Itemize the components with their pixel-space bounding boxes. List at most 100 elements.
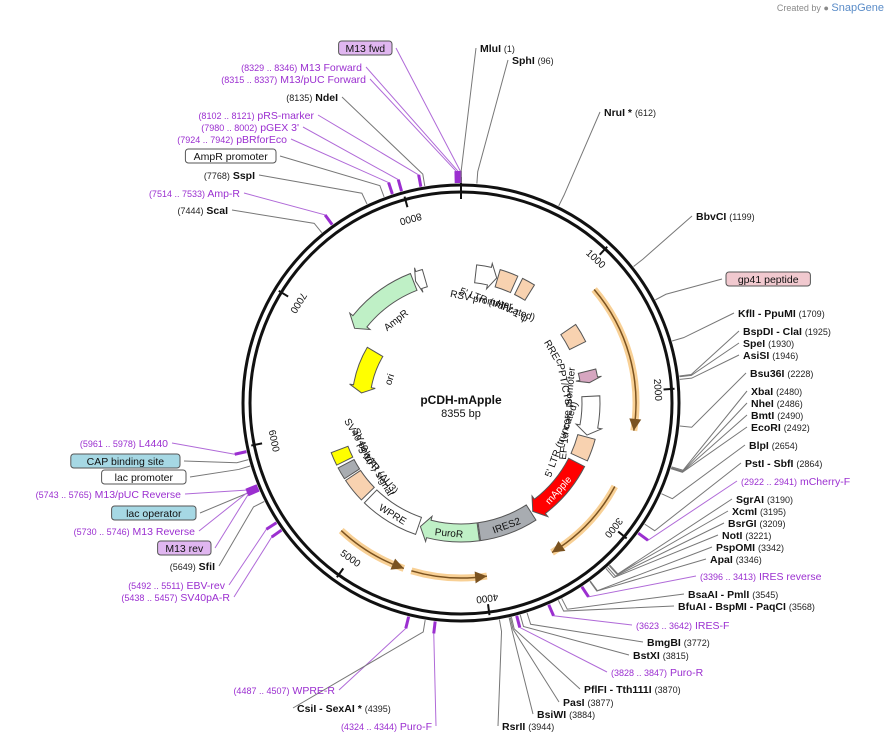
tick-label: 8000 (398, 210, 423, 227)
label-text-sv40pa: (5438 .. 5457) SV40pA-R (121, 592, 230, 604)
label-range-pasi: (3877) (588, 698, 614, 708)
label-name-noti: NotI (722, 530, 742, 542)
label-name-bsiwi: BsiWI (537, 709, 566, 721)
feature-ampr-feat (348, 272, 418, 331)
label-apai: ApaI (3346) (710, 554, 762, 566)
tick-mark (403, 196, 409, 208)
label-range-bsiwi: (3884) (569, 710, 595, 720)
label-text-m13forward: (8329 .. 8346) M13 Forward (241, 62, 362, 74)
feature-rre (560, 323, 587, 351)
label-range-m13reverse: (5730 .. 5746) (74, 527, 130, 537)
label-name-m13pucrev: M13/pUC Reverse (95, 489, 182, 501)
label-m13fwd: M13 fwd (338, 40, 393, 56)
tick-mark (336, 567, 345, 578)
label-box-m13rev (157, 540, 212, 556)
label-pflfi: PflFI - Tth111I (3870) (584, 684, 681, 696)
label-wprer: (4487 .. 4507) WPRE-R (233, 685, 335, 697)
leader-apai (589, 558, 707, 592)
label-name-pflfi: PflFI - Tth111I (584, 684, 652, 696)
feature-ampr-prom (414, 267, 428, 293)
label-range-pspomi: (3342) (758, 543, 784, 553)
feature-ltr-5-trunc (494, 269, 519, 294)
label-name-bfuai: BfuAI - BspMI - PaqCI (678, 601, 786, 613)
leader-kfli (671, 312, 735, 342)
primer-mark-puror (515, 615, 522, 628)
leader-bsrgi (607, 522, 725, 577)
label-text-bfuai: BfuAI - BspMI - PaqCI (3568) (678, 601, 815, 613)
primer-mark-ebvrev (265, 521, 278, 531)
label-bsrgi: BsrGI (3209) (728, 518, 786, 530)
label-text-xbai: XbaI (2480) (751, 386, 802, 398)
label-text-csi: CsiI - SexAI * (4395) (297, 703, 391, 715)
label-box-gp41 (725, 271, 811, 287)
leader-bmgbi (526, 612, 644, 643)
leader-m13forward (365, 66, 459, 184)
feature-wpre (363, 489, 423, 536)
label-range-xcmi: (3195) (760, 507, 786, 517)
label-name-ampr: Amp-R (207, 188, 240, 200)
feature-sv40-polya (337, 458, 361, 480)
label-range-bbvci: (1199) (729, 212, 754, 222)
leader-m13puc (369, 78, 457, 184)
label-text-ecori: EcoRI (2492) (751, 422, 810, 434)
label-name-l4440: L4440 (139, 438, 168, 450)
label-nhei: NheI (2486) (751, 398, 803, 410)
label-text-xcmi: XcmI (3195) (732, 506, 786, 518)
label-name-gp41: gp41 peptide (738, 274, 799, 286)
label-text-pspomi: PspOMI (3342) (716, 542, 784, 554)
label-range-bspdi: (1925) (805, 327, 831, 337)
label-mlui: MluI (1) (480, 43, 515, 55)
label-text-blpi: BlpI (2654) (749, 440, 798, 452)
feature-ori (349, 346, 384, 394)
leader-wprer (338, 616, 410, 691)
label-range-mlui: (1) (504, 44, 515, 54)
label-text-pbrforeco: (7924 .. 7942) pBRforEco (177, 134, 287, 146)
label-m13puc: (8315 .. 8337) M13/pUC Forward (221, 74, 366, 86)
label-name-amprpromoter: AmpR promoter (194, 151, 269, 163)
tick-mark (617, 530, 628, 540)
label-rsrii: RsrII (3944) (502, 721, 554, 733)
label-lacpromoter: lac promoter (101, 469, 187, 485)
plasmid-name: pCDH-mApple (420, 393, 502, 407)
label-prsmarker: (8102 .. 8121) pRS-marker (198, 110, 314, 122)
label-range-sgrai: (3190) (767, 495, 793, 505)
label-pspomi: PspOMI (3342) (716, 542, 784, 554)
brand-prefix: Created by (776, 3, 821, 13)
label-bsu36i: Bsu36I (2228) (750, 368, 813, 380)
leader-psti (644, 462, 742, 532)
label-range-mcherry: (2922 .. 2941) (741, 477, 797, 487)
label-range-sfii: (5649) (170, 562, 196, 572)
label-bbvci: BbvCI (1199) (696, 211, 755, 223)
label-range-csi: (4395) (365, 704, 391, 714)
primer-mark-m13pucrev (245, 484, 258, 492)
label-name-xbai: XbaI (751, 386, 773, 398)
label-name-csi: CsiI - SexAI * (297, 703, 363, 715)
label-text-ampr: (7514 .. 7533) Amp-R (149, 188, 240, 200)
tick-mark (251, 442, 263, 447)
plasmid-size: 8355 bp (441, 408, 481, 420)
label-asisi: AsiSI (1946) (743, 350, 798, 362)
label-range-rsrii: (3944) (528, 722, 554, 732)
primer-mark-iresrev (580, 585, 590, 598)
primer-mark-mcherry (637, 532, 649, 542)
feature-label-ori: ori (383, 373, 397, 387)
leader-nrui (558, 111, 601, 207)
label-name-m13forward: M13 Forward (300, 62, 362, 74)
feature-label-puror-feat: PuroR (434, 527, 463, 541)
leader-sv40pa (233, 529, 282, 598)
label-range-m13forward: (8329 .. 8346) (241, 63, 297, 73)
orange-arc-head (629, 418, 642, 431)
label-text-iresrev: (3396 .. 3413) IRES reverse (700, 571, 822, 583)
leader-asisi (679, 354, 740, 380)
label-text-kfli: KflI - PpuMI (1709) (738, 308, 825, 320)
label-range-wprer: (4487 .. 4507) (233, 686, 289, 696)
label-text-ebvrev: (5492 .. 5511) EBV-rev (128, 580, 226, 592)
leader-csi (292, 619, 426, 709)
label-box-amprpromoter (184, 148, 277, 164)
feature-ltr-du3 (344, 469, 375, 501)
label-name-bstxi: BstXI (633, 650, 660, 662)
label-sphi: SphI (96) (512, 55, 554, 67)
label-l4440: (5961 .. 5978) L4440 (80, 438, 168, 450)
label-text-sgrai: SgrAI (3190) (736, 494, 793, 506)
label-range-ebvrev: (5492 .. 5511) (128, 581, 183, 591)
